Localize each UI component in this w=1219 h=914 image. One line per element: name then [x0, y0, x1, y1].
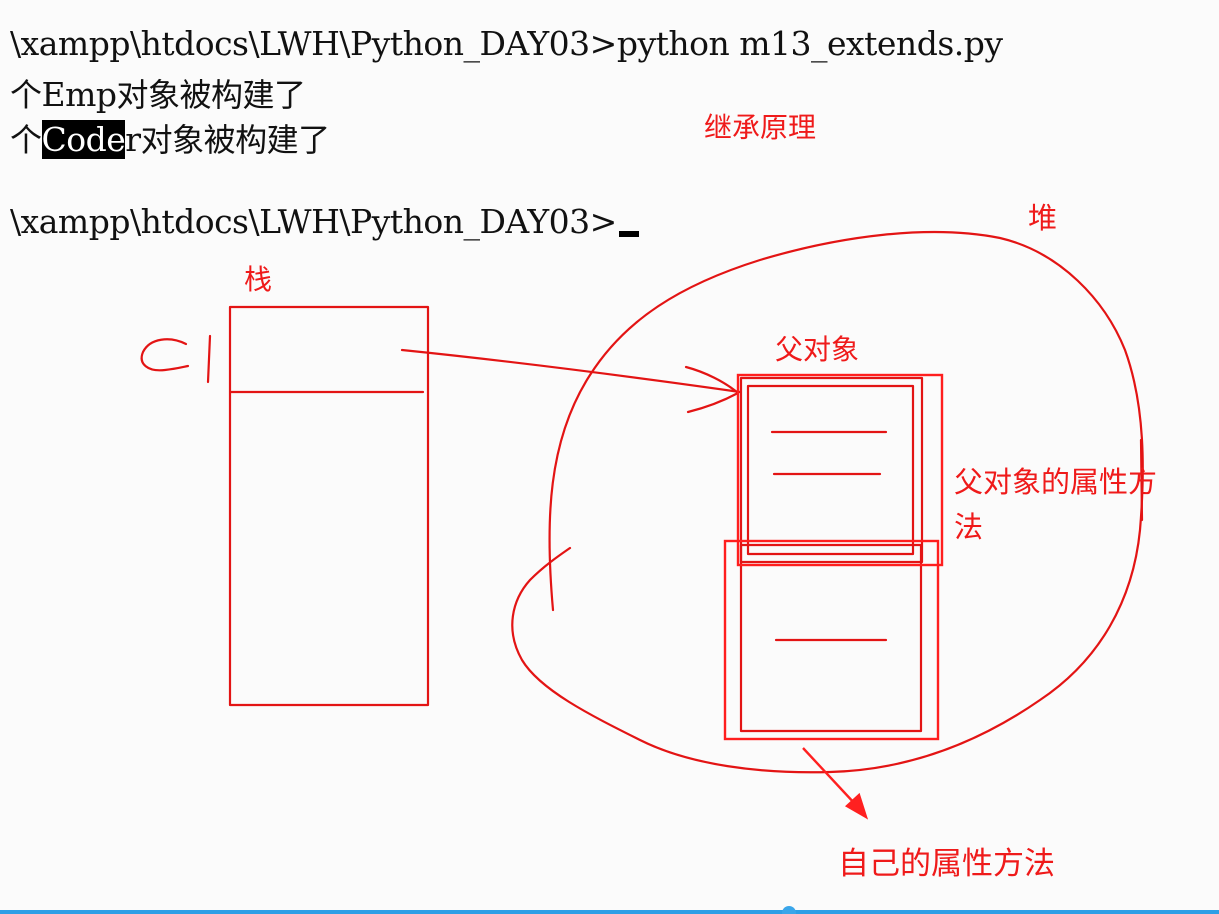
selected-text[interactable]: Code	[41, 120, 126, 159]
stack-label: 栈	[244, 263, 273, 296]
parent-attrs-label-line2: 法	[954, 510, 984, 544]
heap-outline	[511, 230, 1144, 774]
parent-object-inner	[746, 384, 915, 556]
terminal-line-command: \xampp\htdocs\LWH\Python_DAY03>python m1…	[10, 24, 1003, 63]
output-class-name-rest: r	[125, 120, 141, 159]
parent-highlight	[736, 373, 944, 567]
heap-tick	[1139, 438, 1144, 522]
parent-attrs-label-line1: 父对象的属性方	[954, 465, 1158, 499]
output-message: 对象被构建了	[140, 121, 331, 159]
own-object-box	[739, 543, 923, 733]
output-prefix: 个	[10, 76, 42, 114]
output-message: 对象被构建了	[116, 76, 307, 114]
text-cursor	[618, 231, 639, 237]
stack-frame	[228, 305, 430, 707]
c1-digit-1	[206, 334, 212, 384]
diagram-title: 继承原理	[704, 111, 817, 144]
prompt: \xampp\htdocs\LWH\Python_DAY03>	[10, 202, 617, 241]
own-label-arrow-line	[802, 747, 857, 806]
output-class-name: Emp	[41, 75, 118, 114]
c1-letter-c	[140, 338, 190, 372]
terminal-line-coder: 个Coder对象被构建了	[10, 115, 330, 161]
output-prefix: 个	[10, 121, 42, 159]
own-attrs-label: 自己的属性方法	[838, 846, 1055, 882]
own-label-arrow-head	[844, 792, 869, 820]
reference-arrow-line	[400, 348, 742, 394]
parent-object-box	[739, 376, 924, 564]
window-bottom-border	[0, 910, 1219, 914]
prompt: \xampp\htdocs\LWH\Python_DAY03>	[10, 24, 617, 63]
heap-label: 堆	[1028, 201, 1058, 235]
parent-object-label: 父对象	[775, 333, 860, 366]
command-text: python m13_extends.py	[616, 24, 1003, 63]
reference-arrow-head	[684, 365, 740, 414]
own-highlight	[723, 539, 940, 741]
terminal-line-emp: 个Emp对象被构建了	[10, 70, 306, 116]
terminal-line-prompt[interactable]: \xampp\htdocs\LWH\Python_DAY03>	[10, 202, 639, 241]
scrollbar-thumb[interactable]	[782, 906, 796, 914]
